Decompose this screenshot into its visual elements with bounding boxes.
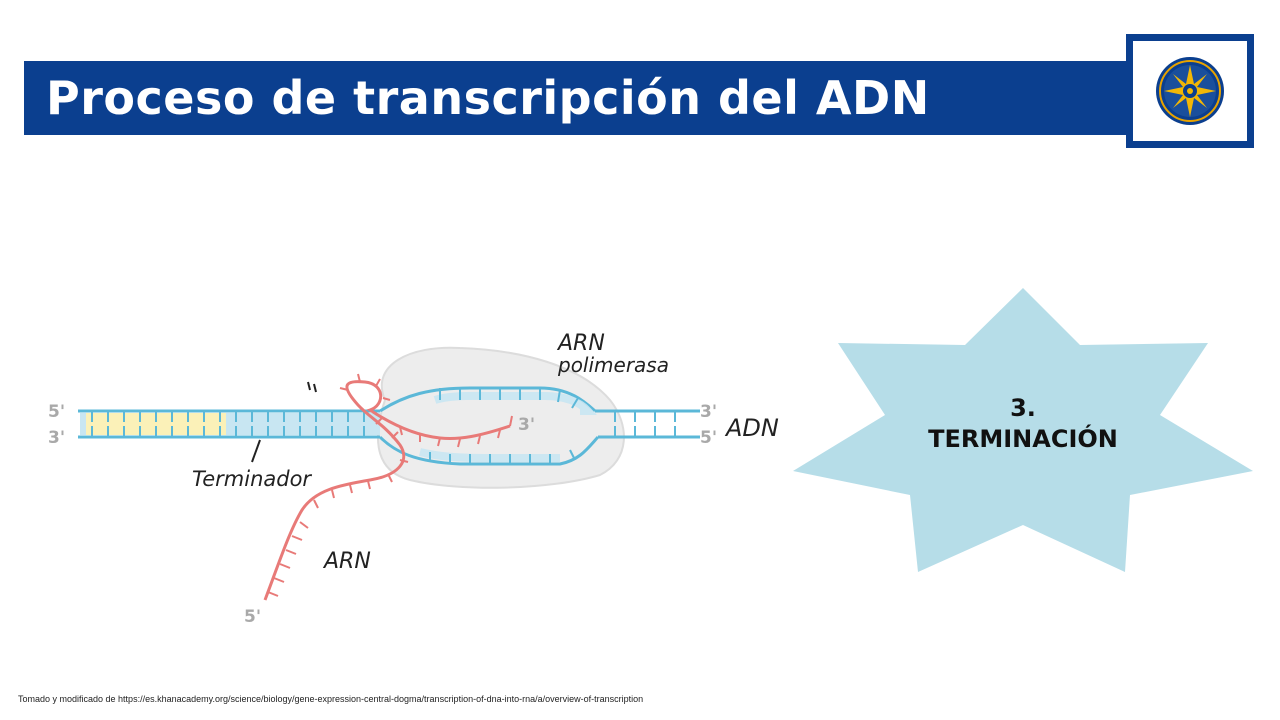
logo-background [1133,41,1247,141]
step-name: TERMINACIÓN [928,425,1118,453]
dna-right-top-end: 3' [700,402,717,422]
step-label: 3. TERMINACIÓN [905,393,1141,455]
institution-logo-icon [1156,57,1224,125]
title-bar: Proceso de transcripción del ADN [24,61,1130,135]
dna-left-bottom-end: 3' [48,428,65,448]
rna-5prime-end: 5' [244,607,261,627]
step-number: 3. [1010,394,1036,422]
step-star-shape [793,288,1253,572]
dna-label: ADN [724,414,779,442]
transcription-diagram: ARN polimerasa ADN Terminador ARN 5' 3' … [48,331,779,627]
rna-strand [263,380,511,601]
dna-right-bottom-end: 5' [700,428,717,448]
terminator-label: Terminador [192,467,312,491]
rna-label: ARN [322,549,371,574]
rna-3prime-end: 3' [518,415,535,435]
logo-frame [1126,34,1254,148]
dna-left-top-end: 5' [48,402,65,422]
polymerase-label-line1: ARN [556,331,605,356]
slide-title: Proceso de transcripción del ADN [46,71,930,125]
dna-template-strand-top [379,386,597,413]
terminator-region [86,413,226,435]
polymerase-label-line2: polimerasa [557,353,669,377]
source-note: Tomado y modificado de https://es.khanac… [18,694,644,704]
terminator-pointer [251,439,261,463]
dna-template-strand-bottom [378,435,600,466]
